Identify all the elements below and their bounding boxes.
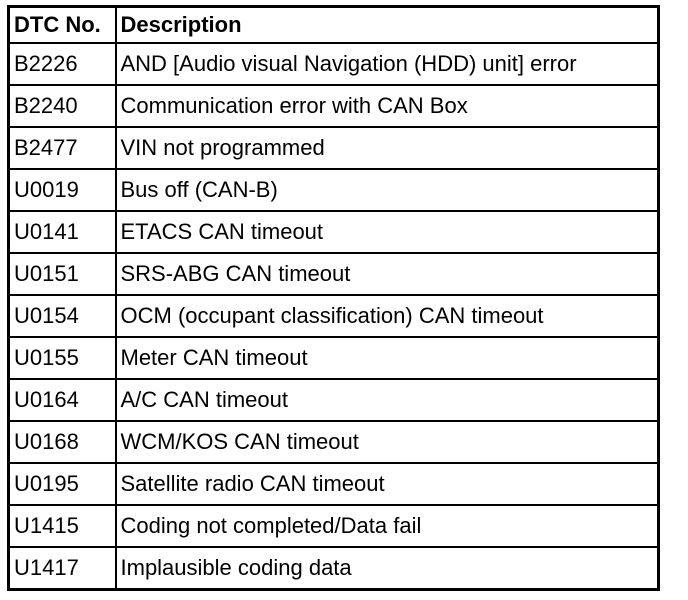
header-description: Description (114, 5, 660, 44)
header-dtc-no: DTC No. (7, 5, 117, 44)
dtc-table: DTC No. Description B2226 AND [Audio vis… (7, 5, 660, 591)
table-row: U0151 SRS-ABG CAN timeout (7, 252, 660, 296)
dtc-description: OCM (occupant classification) CAN timeou… (114, 294, 660, 338)
dtc-code: U0155 (7, 336, 117, 380)
dtc-description: AND [Audio visual Navigation (HDD) unit]… (114, 42, 660, 86)
table-row: U0155 Meter CAN timeout (7, 336, 660, 380)
table-row: B2226 AND [Audio visual Navigation (HDD)… (7, 42, 660, 86)
dtc-code: U0151 (7, 252, 117, 296)
table-row: U1417 Implausible coding data (7, 546, 660, 591)
dtc-code: U0164 (7, 378, 117, 422)
table-row: U0164 A/C CAN timeout (7, 378, 660, 422)
dtc-code: B2240 (7, 84, 117, 128)
table-row: B2240 Communication error with CAN Box (7, 84, 660, 128)
table-row: U1415 Coding not completed/Data fail (7, 504, 660, 548)
dtc-description: Communication error with CAN Box (114, 84, 660, 128)
dtc-code: U0168 (7, 420, 117, 464)
dtc-code: B2477 (7, 126, 117, 170)
dtc-code: U0019 (7, 168, 117, 212)
dtc-description: VIN not programmed (114, 126, 660, 170)
table-row: U0168 WCM/KOS CAN timeout (7, 420, 660, 464)
table-body: B2226 AND [Audio visual Navigation (HDD)… (7, 42, 660, 591)
dtc-code: U1417 (7, 546, 117, 591)
dtc-code: U1415 (7, 504, 117, 548)
dtc-description: Coding not completed/Data fail (114, 504, 660, 548)
dtc-description: WCM/KOS CAN timeout (114, 420, 660, 464)
dtc-description: Satellite radio CAN timeout (114, 462, 660, 506)
dtc-code: B2226 (7, 42, 117, 86)
header-row: DTC No. Description (7, 5, 660, 44)
table-header: DTC No. Description (7, 5, 660, 44)
table-row: U0154 OCM (occupant classification) CAN … (7, 294, 660, 338)
dtc-description: Implausible coding data (114, 546, 660, 591)
dtc-description: SRS-ABG CAN timeout (114, 252, 660, 296)
dtc-description: ETACS CAN timeout (114, 210, 660, 254)
table-row: U0141 ETACS CAN timeout (7, 210, 660, 254)
dtc-description: A/C CAN timeout (114, 378, 660, 422)
dtc-description: Bus off (CAN-B) (114, 168, 660, 212)
table-row: B2477 VIN not programmed (7, 126, 660, 170)
dtc-code: U0141 (7, 210, 117, 254)
table-row: U0195 Satellite radio CAN timeout (7, 462, 660, 506)
dtc-code: U0154 (7, 294, 117, 338)
table-row: U0019 Bus off (CAN-B) (7, 168, 660, 212)
dtc-description: Meter CAN timeout (114, 336, 660, 380)
dtc-code: U0195 (7, 462, 117, 506)
